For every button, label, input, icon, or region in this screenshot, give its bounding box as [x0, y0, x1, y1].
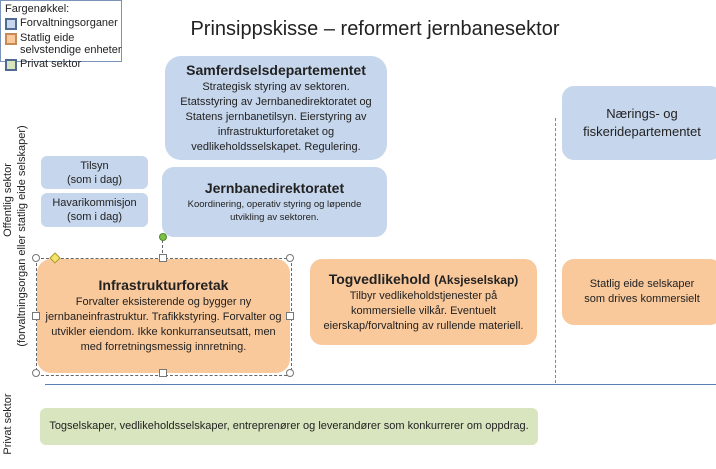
private-sector-label: Privat sektor: [2, 393, 14, 455]
sector-divider: [45, 384, 716, 385]
box-title: Togvedlikehold (Aksjeselskap): [329, 271, 519, 287]
box-description: Strategisk styring av sektoren. Etatssty…: [180, 80, 372, 153]
box-description: Forvalter eksisterende og bygger ny jern…: [45, 296, 282, 353]
box-title: Jernbanedirektoratet: [204, 180, 345, 196]
havarikommisjon-box[interactable]: Havarikommisjon (som i dag): [41, 193, 148, 227]
resize-handle[interactable]: [159, 369, 167, 377]
box-description: Statlig eide selskaper som drives kommer…: [584, 278, 700, 305]
box-description: Togselskaper, vedlikeholdsselskaper, ent…: [49, 420, 529, 432]
box-description: Koordinering, operativ styring og løpend…: [187, 199, 362, 223]
resize-handle[interactable]: [32, 254, 40, 262]
legend-item: Privat sektor: [5, 58, 145, 71]
naerings-og-fiskeridepartementet-box[interactable]: Nærings- og fiskeridepartementet: [562, 86, 716, 160]
box-subtitle: (som i dag): [66, 173, 123, 186]
public-sector-sublabel: (forvaltningsorgan eller statlig eide se…: [16, 125, 28, 347]
resize-handle[interactable]: [286, 369, 294, 377]
box-title: Samferdselsdepartementet: [186, 61, 366, 78]
color-legend: Fargenøkkel: Forvaltningsorganer Statlig…: [0, 0, 123, 71]
box-title-main: Togvedlikehold: [328, 270, 431, 287]
rotate-connector: [162, 240, 163, 258]
divider-vertical: [555, 118, 556, 383]
public-sector-label: Offentlig sektor: [2, 163, 14, 237]
legend-label: Statlig eide selvstendige enheter: [20, 32, 122, 56]
box-subtitle: (som i dag): [66, 211, 123, 223]
legend-label: Privat sektor: [20, 58, 82, 70]
box-title: Nærings- og fiskeridepartementet: [583, 106, 701, 139]
privat-sektor-box[interactable]: Togselskaper, vedlikeholdsselskaper, ent…: [40, 408, 538, 445]
resize-handle[interactable]: [32, 369, 40, 377]
swatch-icon: [5, 18, 17, 30]
legend-label: Forvaltningsorganer: [20, 17, 118, 29]
infrastrukturforetak-box[interactable]: Infrastrukturforetak Forvalter eksistere…: [37, 259, 290, 373]
jernbanedirektoratet-box[interactable]: Jernbanedirektoratet Koordinering, opera…: [162, 167, 387, 237]
legend-item: Forvaltningsorganer: [5, 17, 145, 30]
resize-handle[interactable]: [159, 254, 167, 262]
resize-handle[interactable]: [286, 254, 294, 262]
box-description: Tilbyr vedlikeholdstjenester på kommersi…: [323, 289, 524, 332]
resize-handle[interactable]: [32, 312, 40, 320]
samferdselsdepartementet-box[interactable]: Samferdselsdepartementet Strategisk styr…: [165, 56, 387, 160]
tilsyn-box[interactable]: Tilsyn (som i dag): [41, 156, 148, 189]
legend-title: Fargenøkkel:: [5, 3, 70, 15]
togvedlikehold-box[interactable]: Togvedlikehold (Aksjeselskap) Tilbyr ved…: [310, 259, 537, 345]
box-title: Havarikommisjon: [52, 197, 137, 209]
box-title-sub: (Aksjeselskap): [434, 272, 519, 287]
statlig-eide-selskaper-box[interactable]: Statlig eide selskaper som drives kommer…: [562, 259, 716, 325]
rotate-handle[interactable]: [159, 233, 167, 241]
legend-item: Statlig eide selvstendige enheter: [5, 32, 123, 56]
box-title: Infrastrukturforetak: [98, 277, 229, 293]
resize-handle[interactable]: [286, 312, 294, 320]
box-title: Tilsyn: [80, 159, 109, 172]
page-title: Prinsippskisse – reformert jernbanesekto…: [190, 18, 560, 40]
swatch-icon: [5, 33, 17, 45]
swatch-icon: [5, 59, 17, 71]
